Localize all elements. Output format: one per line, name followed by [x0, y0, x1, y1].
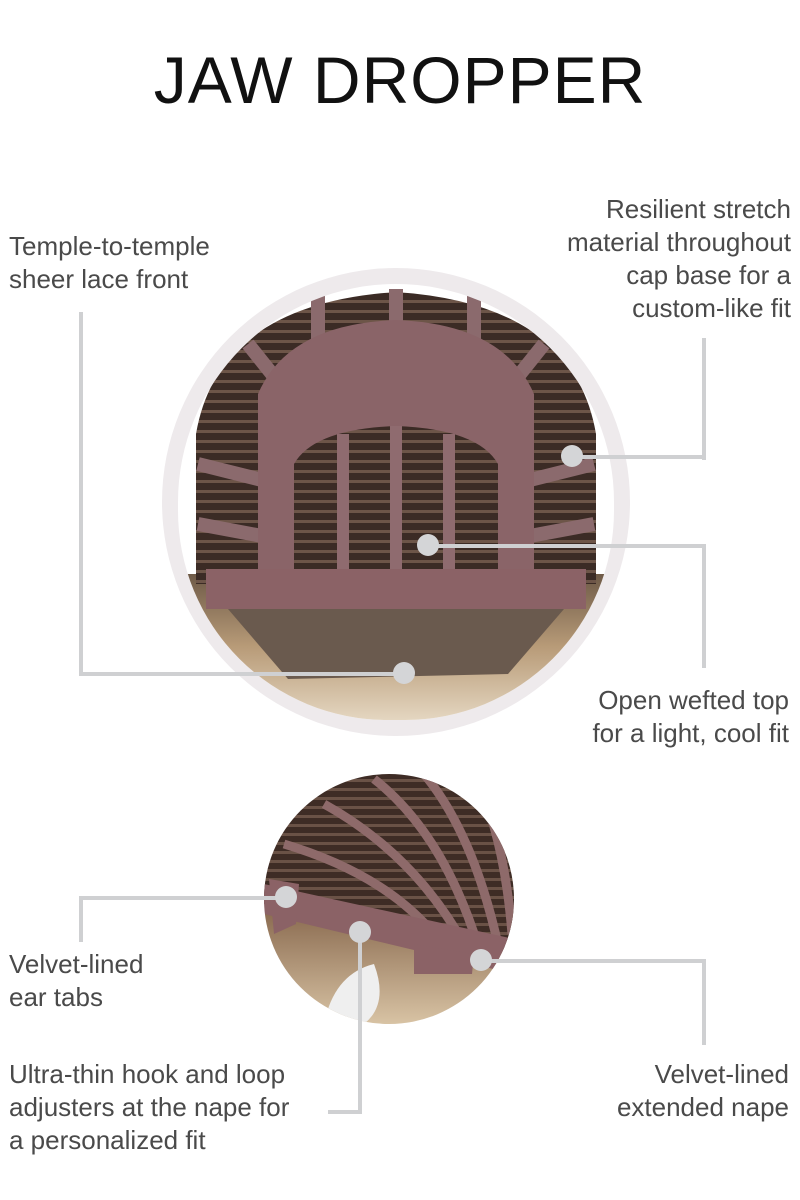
callout-line-ear-tabs-horizontal — [79, 896, 285, 900]
callout-line-adjusters-horizontal — [328, 1110, 362, 1114]
callout-dot-adjusters — [349, 921, 371, 943]
top-cap-image — [178, 284, 614, 720]
callout-line-adjusters-vertical — [358, 932, 362, 1114]
callout-line-lace-front-horizontal — [79, 672, 404, 676]
callout-line-stretch-vertical — [702, 338, 706, 460]
callout-line-nape-vertical — [702, 959, 706, 1045]
callout-dot-nape — [470, 949, 492, 971]
callout-line-nape-horizontal — [481, 959, 706, 963]
callout-line-lace-front-vertical — [79, 312, 83, 676]
callout-line-ear-tabs-vertical — [79, 896, 83, 942]
page-title: JAW DROPPER — [153, 43, 647, 117]
callout-line-wefted-vertical — [702, 544, 706, 668]
callout-dot-lace-front — [393, 662, 415, 684]
callout-stretch-material: Resilient stretch material throughout ca… — [566, 194, 791, 323]
callout-dot-stretch — [561, 445, 583, 467]
callout-dot-wefted — [417, 534, 439, 556]
callout-extended-nape: Velvet-lined extended nape — [616, 1059, 789, 1122]
callout-open-wefted-top: Open wefted top for a light, cool fit — [592, 685, 789, 748]
callout-line-stretch-horizontal — [572, 455, 706, 459]
back-cap-image — [264, 774, 514, 1024]
callout-adjusters: Ultra-thin hook and loop adjusters at th… — [9, 1059, 290, 1155]
callout-dot-ear-tabs — [275, 886, 297, 908]
callout-ear-tabs: Velvet-lined ear tabs — [9, 949, 144, 1012]
callout-line-wefted-horizontal — [428, 544, 706, 548]
callout-lace-front: Temple-to-temple sheer lace front — [9, 231, 210, 294]
